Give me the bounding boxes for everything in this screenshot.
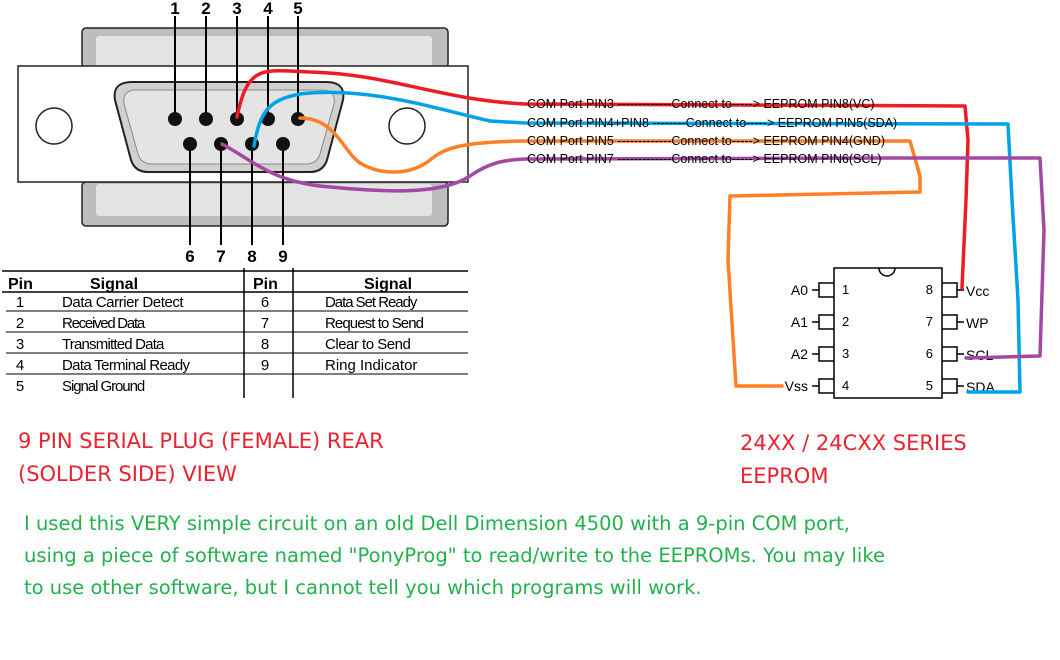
table-header-signal-right: Signal	[364, 276, 412, 293]
pin-3	[230, 112, 244, 126]
table-cell-signal: Transmitted Data	[62, 336, 165, 353]
note-line-1: I used this VERY simple circuit on an ol…	[24, 512, 850, 535]
chip-pin-leg	[942, 346, 958, 362]
pin-number-bottom: 6	[185, 247, 194, 266]
note-caption: I used this VERY simple circuit on an ol…	[24, 508, 1034, 604]
chip-pin-leg	[818, 346, 834, 362]
pin-dots	[168, 112, 305, 151]
chip-pin-number: 1	[842, 282, 849, 297]
chip-pin-label: Vss	[785, 378, 808, 394]
connection-labels: COM Port PIN3 -------------Connect to---…	[527, 97, 897, 166]
chip-pin-leg	[818, 378, 834, 394]
pin-numbers: 1 2 3 4 5 6 7 8 9	[170, 0, 302, 266]
table-cell-pin: 4	[16, 357, 24, 374]
pin-number-top: 1	[170, 0, 179, 18]
eeprom-caption-line-1: 24XX / 24CXX SERIES	[740, 431, 967, 455]
pin-number-bottom: 8	[247, 247, 256, 266]
table-header-pin-right: Pin	[253, 276, 278, 293]
chip-notch	[878, 267, 896, 277]
mount-hole-right	[388, 107, 426, 145]
chip-pin-number: 8	[926, 282, 933, 297]
pin-9	[276, 137, 290, 151]
chip-body	[833, 267, 943, 399]
table-rows: 1 Data Carrier Detect 2 Received Data 3 Trans…	[6, 294, 468, 395]
table-cell-signal: Clear to Send	[325, 336, 411, 353]
pin-2	[199, 112, 213, 126]
chip-pin-label: WP	[966, 315, 989, 331]
table-cell-pin: 8	[261, 336, 269, 353]
connection-label: COM Port PIN4+PIN8 --------Connect to---…	[527, 116, 897, 130]
plug-caption-line-2: (SOLDER SIDE) VIEW	[18, 462, 237, 486]
table-cell-signal: Signal Ground	[62, 378, 145, 395]
pin-6	[183, 137, 197, 151]
chip-pin-label: A1	[791, 314, 808, 330]
eeprom-caption: 24XX / 24CXX SERIES EEPROM	[740, 427, 967, 493]
table-cell-pin: 3	[16, 336, 24, 353]
wires	[220, 68, 1046, 394]
pin-table: Pin Signal Pin Signal 1 Data Carrier Dete…	[2, 268, 468, 398]
chip-pin-leg	[818, 314, 834, 330]
chip-pin-label: A0	[791, 282, 808, 298]
chip-pin-number: 7	[926, 314, 933, 329]
db9-connector	[17, 27, 469, 227]
table-cell-pin: 2	[16, 315, 24, 332]
chip-pin-leg	[818, 282, 834, 298]
connection-label: COM Port PIN5 -------------Connect to---…	[527, 134, 885, 148]
chip-pin-label: Vcc	[966, 283, 989, 299]
table-cell-signal: Ring Indicator	[325, 357, 417, 374]
wire-gnd	[298, 116, 922, 388]
connection-label: COM Port PIN3 -------------Connect to---…	[527, 97, 875, 111]
connector-shell-bottom-inner	[96, 184, 432, 216]
table-cell-pin: 9	[261, 357, 269, 374]
table-cell-pin: 6	[261, 294, 269, 311]
eeprom-caption-line-2: EEPROM	[740, 464, 829, 488]
chip-pin-label: SCL	[966, 347, 993, 363]
chip-pin-number: 4	[842, 378, 849, 393]
table-cell-signal: Received Data	[62, 315, 146, 332]
pin-number-top: 3	[232, 0, 241, 18]
chip-pin-leg	[942, 314, 958, 330]
table-cell-signal: Data Terminal Ready	[62, 357, 191, 374]
pin-number-top: 2	[201, 0, 210, 18]
chip-pin-label: A2	[791, 346, 808, 362]
wire-sda	[252, 90, 1022, 394]
note-line-2: using a piece of software named "PonyPro…	[24, 544, 885, 567]
chip-pin-leg	[942, 282, 958, 298]
table-cell-signal: Data Carrier Detect	[62, 294, 184, 311]
table-cell-pin: 1	[16, 294, 24, 311]
table-header-signal-left: Signal	[90, 276, 138, 293]
plug-caption-line-1: 9 PIN SERIAL PLUG (FEMALE) REAR	[18, 429, 384, 453]
pin-number-bottom: 9	[278, 247, 287, 266]
mount-hole-left	[35, 107, 73, 145]
plug-caption: 9 PIN SERIAL PLUG (FEMALE) REAR (SOLDER …	[18, 425, 384, 491]
chip-pin-number: 5	[926, 378, 933, 393]
table-cell-signal: Data Set Ready	[325, 294, 418, 311]
table-cell-pin: 5	[16, 378, 24, 395]
chip-pin-number: 2	[842, 314, 849, 329]
wire-scl	[220, 142, 1046, 360]
connection-label: COM Port PIN7 -------------Connect to---…	[527, 152, 882, 166]
pin-number-top: 4	[263, 0, 273, 18]
wire-vcc	[235, 68, 970, 290]
chip-pin-number: 3	[842, 346, 849, 361]
pin-number-bottom: 7	[216, 247, 225, 266]
table-header-pin-left: Pin	[8, 276, 33, 293]
pin-number-top: 5	[293, 0, 302, 18]
chip-pin-leg	[942, 378, 958, 394]
chip-pin-number: 6	[926, 346, 933, 361]
pin-5	[291, 112, 305, 126]
table-cell-pin: 7	[261, 315, 269, 332]
table-cell-signal: Request to Send	[325, 315, 424, 332]
note-line-3: to use other software, but I cannot tell…	[24, 576, 702, 599]
pin-1	[168, 112, 182, 126]
connector-d-insert	[123, 89, 335, 165]
connector-shell-top-inner	[96, 36, 432, 66]
